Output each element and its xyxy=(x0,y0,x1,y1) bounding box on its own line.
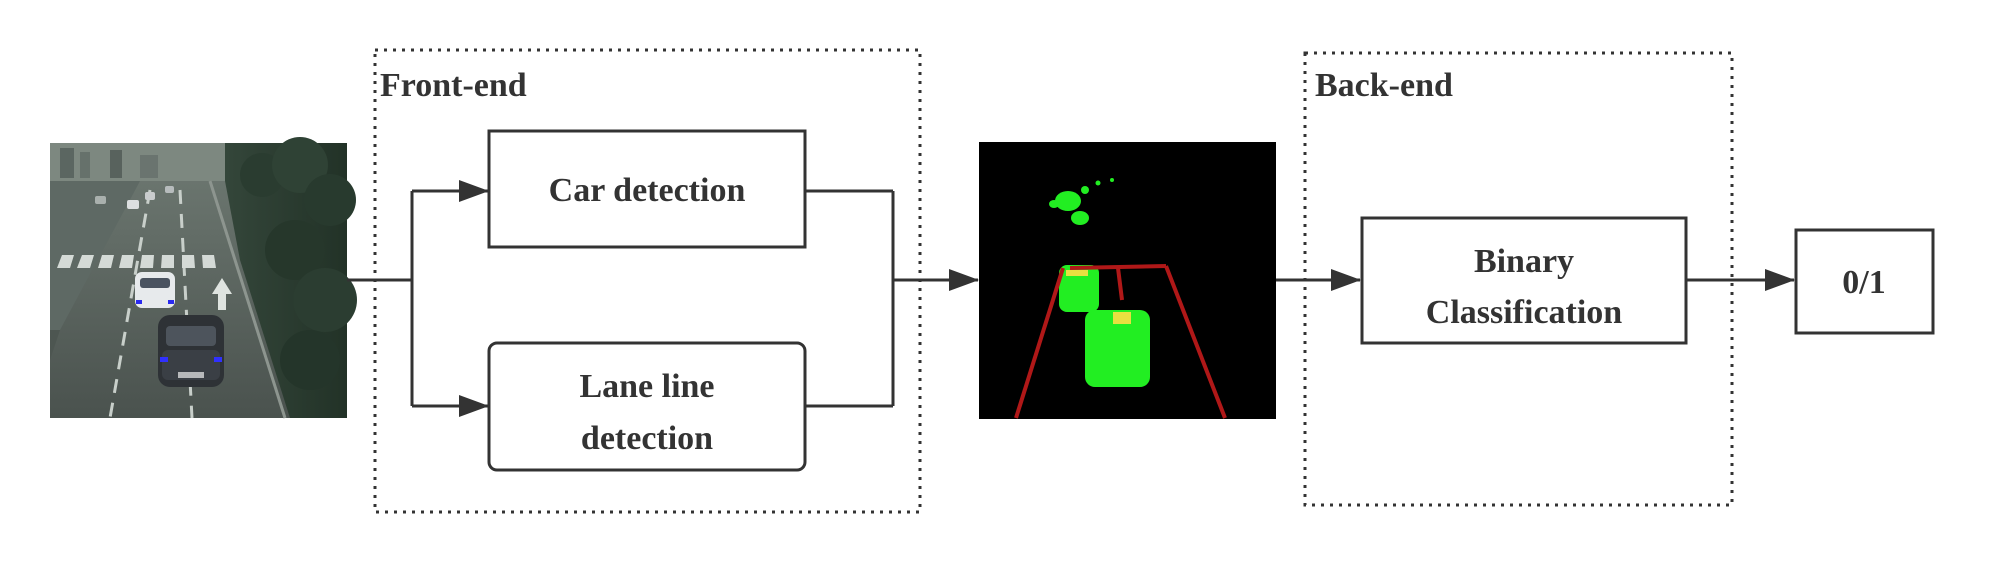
frontend-label: Front-end xyxy=(380,67,527,104)
lane-detection-label-line1: Lane line xyxy=(579,368,714,405)
car-detection-box xyxy=(487,129,807,249)
lane-mask-lines xyxy=(1014,264,1227,419)
car-mask-blobs xyxy=(1049,178,1150,387)
input-traffic-image xyxy=(50,137,357,419)
binary-classification-box xyxy=(1360,216,1688,345)
car-detection-label: Car detection xyxy=(549,172,746,209)
classifier-label-line2: Classification xyxy=(1426,294,1623,331)
output-label: 0/1 xyxy=(1842,264,1885,301)
output-box xyxy=(1794,228,1935,335)
backend-label: Back-end xyxy=(1315,67,1453,104)
lane-detection-label-line2: detection xyxy=(581,420,713,457)
classifier-label-line1: Binary xyxy=(1474,243,1574,280)
segmentation-mask-image xyxy=(979,142,1276,419)
